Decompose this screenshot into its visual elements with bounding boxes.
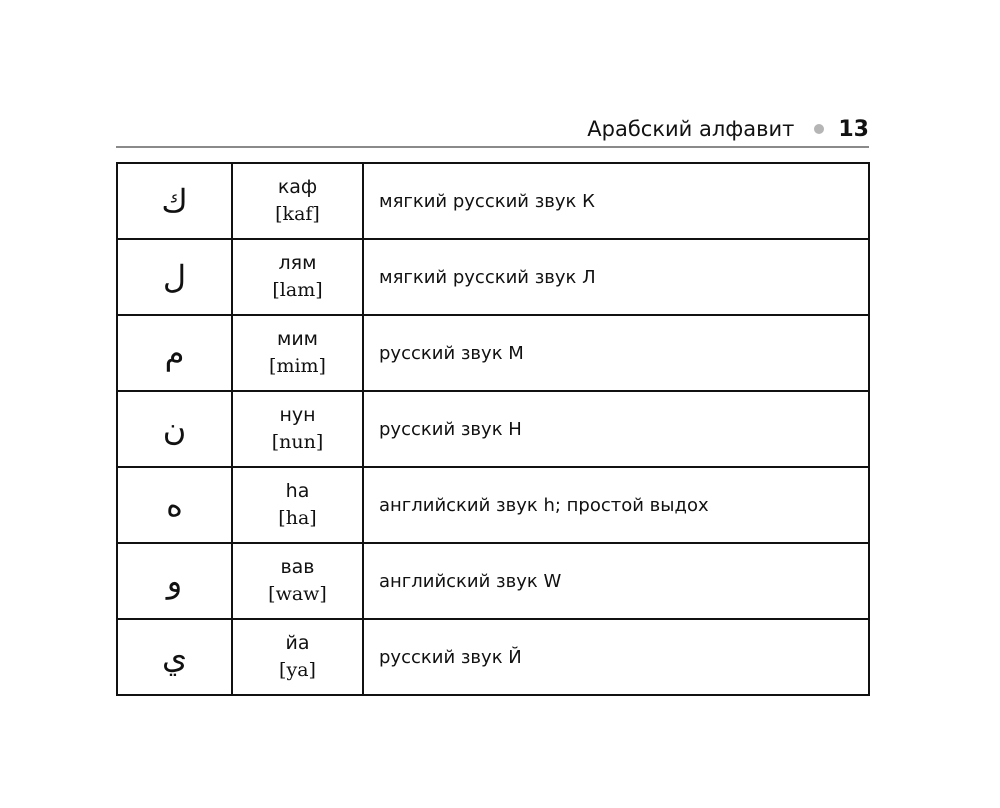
letter-name: йа xyxy=(285,632,310,654)
arabic-letter: ن xyxy=(116,390,233,468)
pronunciation: русский звук Н xyxy=(362,390,870,468)
table-row: و вав [waw] английский звук W xyxy=(116,542,870,620)
pronunciation: мягкий русский звук К xyxy=(362,162,870,240)
pronunciation: русский звук М xyxy=(362,314,870,392)
letter-name-cell: мим [mim] xyxy=(231,314,364,392)
running-header: Арабский алфавит 13 xyxy=(116,112,869,146)
table-row: ك каф [kaf] мягкий русский звук К xyxy=(116,162,870,240)
letter-name-cell: вав [waw] xyxy=(231,542,364,620)
transliteration: [kaf] xyxy=(275,203,320,225)
letter-name: ha xyxy=(285,480,310,502)
table-row: ه ha [ha] английский звук h; простой выдо… xyxy=(116,466,870,544)
letter-name: нун xyxy=(279,404,316,426)
transliteration: [mim] xyxy=(269,355,326,377)
table-row: ي йа [ya] русский звук Й xyxy=(116,618,870,696)
transliteration: [nun] xyxy=(271,431,324,453)
alphabet-table: ك каф [kaf] мягкий русский звук К ل лям [la… xyxy=(116,162,870,696)
letter-name-cell: ha [ha] xyxy=(231,466,364,544)
table-row: م мим [mim] русский звук М xyxy=(116,314,870,392)
table-row: ن нун [nun] русский звук Н xyxy=(116,390,870,468)
page-number: 13 xyxy=(838,116,869,142)
arabic-letter: م xyxy=(116,314,233,392)
bullet-dot xyxy=(814,124,825,134)
arabic-letter: ك xyxy=(116,162,233,240)
letter-name-cell: йа [ya] xyxy=(231,618,364,696)
header-rule xyxy=(116,146,869,148)
arabic-letter: ه xyxy=(116,466,233,544)
transliteration: [ha] xyxy=(278,507,317,529)
pronunciation: английский звук h; простой выдох xyxy=(362,466,870,544)
arabic-letter: ل xyxy=(116,238,233,316)
table-row: ل лям [lam] мягкий русский звук Л xyxy=(116,238,870,316)
letter-name-cell: нун [nun] xyxy=(231,390,364,468)
pronunciation: английский звук W xyxy=(362,542,870,620)
transliteration: [ya] xyxy=(279,659,316,681)
letter-name-cell: лям [lam] xyxy=(231,238,364,316)
letter-name-cell: каф [kaf] xyxy=(231,162,364,240)
chapter-title: Арабский алфавит xyxy=(587,117,795,141)
transliteration: [lam] xyxy=(272,279,323,301)
arabic-letter: ي xyxy=(116,618,233,696)
transliteration: [waw] xyxy=(268,583,327,605)
arabic-letter: و xyxy=(116,542,233,620)
letter-name: каф xyxy=(277,176,318,198)
letter-name: лям xyxy=(278,252,317,274)
letter-name: мим xyxy=(276,328,318,350)
pronunciation: мягкий русский звук Л xyxy=(362,238,870,316)
letter-name: вав xyxy=(280,556,315,578)
pronunciation: русский звук Й xyxy=(362,618,870,696)
